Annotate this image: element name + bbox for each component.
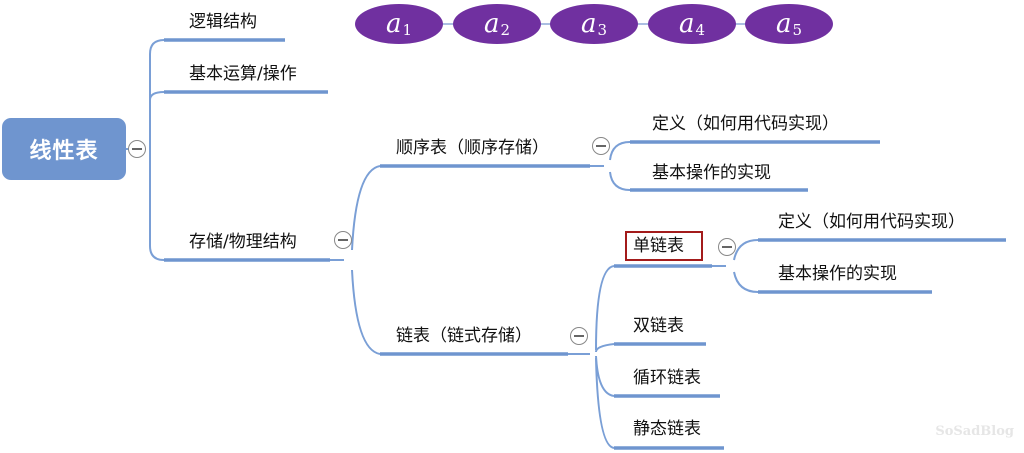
circular-linked-list[interactable]: 循环链表: [633, 368, 701, 388]
sequential-definition[interactable]: 定义（如何用代码实现）: [652, 114, 839, 134]
static-linked-list[interactable]: 静态链表: [633, 419, 701, 439]
single-linked-definition[interactable]: 定义（如何用代码实现）: [778, 212, 965, 232]
double-linked-list[interactable]: 双链表: [633, 316, 684, 336]
branch-basic-operations[interactable]: 基本运算/操作: [189, 64, 297, 84]
branch-linked-list[interactable]: 链表（链式存储）: [396, 326, 532, 346]
collapse-sequential-icon[interactable]: [592, 137, 610, 155]
collapse-storage-icon[interactable]: [334, 231, 352, 249]
branch-logic-structure[interactable]: 逻辑结构: [189, 12, 257, 32]
watermark: SoSadBlog: [935, 424, 1014, 439]
collapse-linked-icon[interactable]: [570, 327, 588, 345]
root-node[interactable]: 线性表: [2, 118, 126, 180]
collapse-single-linked-icon[interactable]: [718, 238, 736, 256]
single-linked-list[interactable]: 单链表: [633, 236, 684, 256]
branch-sequential-list[interactable]: 顺序表（顺序存储）: [396, 138, 549, 158]
highlight-box: [625, 231, 703, 261]
branch-storage-structure[interactable]: 存储/物理结构: [189, 232, 297, 252]
sequential-implementation[interactable]: 基本操作的实现: [652, 163, 771, 183]
collapse-root-icon[interactable]: [128, 140, 146, 158]
single-linked-implementation[interactable]: 基本操作的实现: [778, 264, 897, 284]
